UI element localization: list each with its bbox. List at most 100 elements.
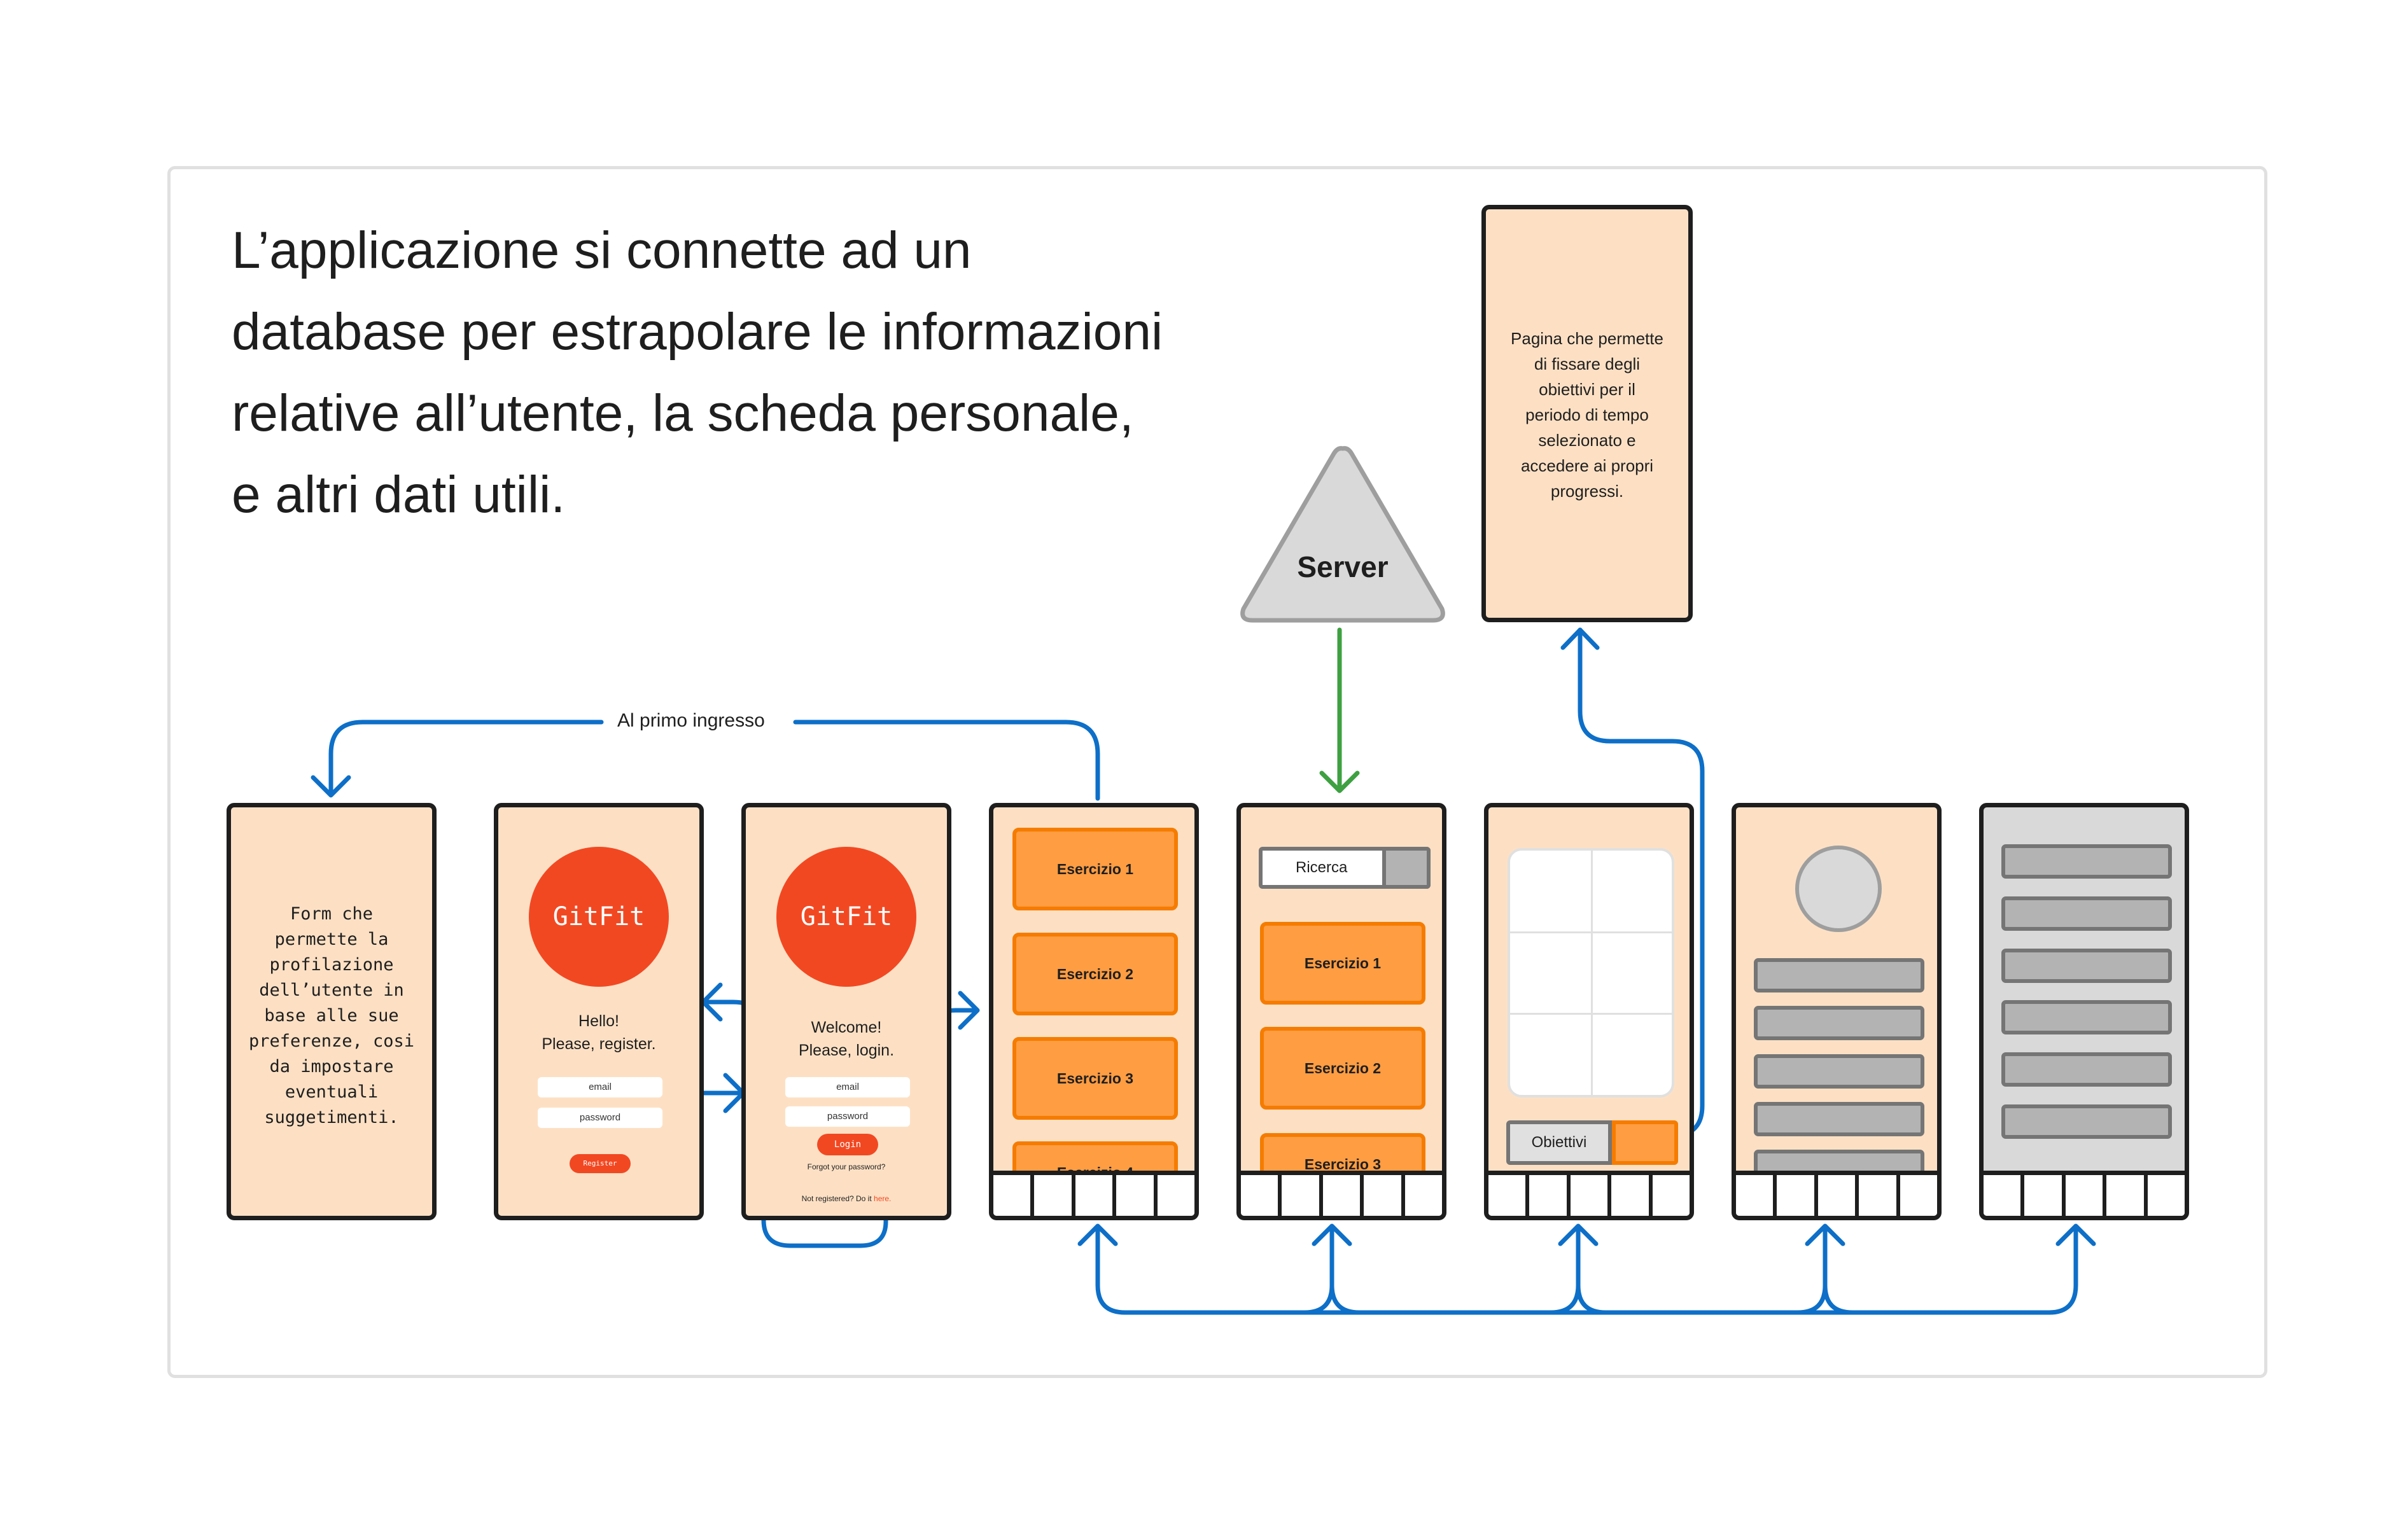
- email-field[interactable]: email: [785, 1077, 910, 1097]
- nav-tab[interactable]: [1571, 1175, 1612, 1216]
- bottom-nav-bar: [1736, 1171, 1937, 1216]
- arrowhead: [2055, 1223, 2096, 1246]
- nav-tab[interactable]: [993, 1175, 1035, 1216]
- nav-tab[interactable]: [1818, 1175, 1859, 1216]
- email-field[interactable]: email: [538, 1077, 662, 1097]
- profile-row[interactable]: [1754, 1006, 1924, 1040]
- exercise-card[interactable]: Esercizio 2: [1012, 933, 1178, 1015]
- nav-tab[interactable]: [1364, 1175, 1405, 1216]
- grid-line: [1510, 1013, 1672, 1015]
- nav-tab[interactable]: [1777, 1175, 1818, 1216]
- profile-form-screen: Form che permette la profilazione dell’u…: [227, 803, 437, 1220]
- forgot-password-link[interactable]: Forgot your password?: [807, 1162, 886, 1171]
- nav-tab[interactable]: [1611, 1175, 1653, 1216]
- login-button[interactable]: Login: [817, 1134, 878, 1155]
- goals-label: Obiettivi: [1506, 1120, 1612, 1165]
- nav-tab[interactable]: [1158, 1175, 1194, 1216]
- not-registered-label: Not registered? Do it: [801, 1194, 874, 1203]
- password-field[interactable]: password: [785, 1106, 910, 1127]
- nav-tab[interactable]: [1282, 1175, 1323, 1216]
- bottom-nav-bar: [1488, 1171, 1690, 1216]
- settings-row[interactable]: [2001, 1000, 2172, 1034]
- desc-line: dell’utente in: [259, 980, 404, 1000]
- settings-row[interactable]: [2001, 896, 2172, 931]
- nav-tab[interactable]: [1529, 1175, 1571, 1216]
- nav-bus-arrow: [1095, 1225, 2078, 1315]
- exercise-card[interactable]: Esercizio 3: [1012, 1037, 1178, 1120]
- nav-tab[interactable]: [1405, 1175, 1442, 1216]
- goals-button[interactable]: [1612, 1120, 1678, 1165]
- arrowhead: [1805, 1223, 1845, 1246]
- avatar: [1795, 846, 1882, 932]
- profile-row[interactable]: [1754, 1102, 1924, 1136]
- nav-tab[interactable]: [1323, 1175, 1364, 1216]
- arrowhead: [1319, 770, 1360, 793]
- nav-tab[interactable]: [1075, 1175, 1117, 1216]
- server-label: Server: [1297, 550, 1388, 583]
- desc-line: suggetimenti.: [264, 1108, 399, 1127]
- not-registered-text: Not registered? Do it here.: [746, 1194, 947, 1203]
- search-input[interactable]: Ricerca: [1259, 847, 1386, 889]
- desc-line: da impostare: [269, 1057, 394, 1076]
- search-screen: Ricerca Esercizio 1 Esercizio 2 Esercizi…: [1236, 803, 1446, 1220]
- nav-tab[interactable]: [1488, 1175, 1530, 1216]
- desc-line: Pagina che permette: [1511, 329, 1663, 348]
- login-screen: GitFit Welcome! Please, login. email pas…: [741, 803, 951, 1220]
- search-button[interactable]: [1386, 847, 1431, 889]
- first-access-arrow: [793, 720, 1100, 801]
- desc-line: obiettivi per il: [1539, 380, 1635, 399]
- nav-tab[interactable]: [2148, 1175, 2185, 1216]
- goals-page-screen: Pagina che permette di fissare degli obi…: [1481, 205, 1693, 622]
- intro-line: L’applicazione si connette ad un: [232, 221, 972, 279]
- arrowhead: [1558, 1223, 1599, 1246]
- desc-line: Form che: [290, 904, 374, 924]
- intro-line: e altri dati utili.: [232, 466, 566, 524]
- nav-tab[interactable]: [1241, 1175, 1282, 1216]
- calendar-screen: Obiettivi: [1484, 803, 1694, 1220]
- register-button[interactable]: Register: [570, 1154, 631, 1173]
- settings-screen: [1979, 803, 2189, 1220]
- calendar-grid[interactable]: [1508, 848, 1674, 1097]
- nav-tab[interactable]: [1984, 1175, 2025, 1216]
- arrowhead: [1560, 627, 1600, 650]
- settings-row[interactable]: [2001, 844, 2172, 879]
- settings-row[interactable]: [2001, 1052, 2172, 1087]
- intro-line: relative all’utente, la scheda personale…: [232, 384, 1134, 442]
- nav-tab[interactable]: [2106, 1175, 2148, 1216]
- desc-line: periodo di tempo: [1525, 405, 1649, 424]
- greeting-line: Please, register.: [542, 1035, 656, 1053]
- greeting-line: Please, login.: [798, 1041, 895, 1059]
- settings-row[interactable]: [2001, 1104, 2172, 1139]
- gitfit-logo: GitFit: [776, 847, 916, 987]
- desc-line: profilazione: [269, 955, 394, 975]
- greeting-line: Welcome!: [811, 1019, 882, 1036]
- nav-tab[interactable]: [1736, 1175, 1777, 1216]
- arrowhead: [958, 991, 980, 1030]
- password-field[interactable]: password: [538, 1108, 662, 1128]
- nav-tab[interactable]: [1034, 1175, 1075, 1216]
- grid-line: [1510, 931, 1672, 933]
- desc-line: selezionato e: [1538, 431, 1636, 450]
- desc-line: preferenze, cosi: [248, 1031, 415, 1051]
- desc-line: base alle sue: [264, 1006, 399, 1026]
- profile-row[interactable]: [1754, 1054, 1924, 1089]
- nav-tab[interactable]: [1116, 1175, 1158, 1216]
- nav-tab[interactable]: [2066, 1175, 2107, 1216]
- bottom-nav-bar: [1241, 1171, 1442, 1216]
- settings-row[interactable]: [2001, 949, 2172, 983]
- register-here-link[interactable]: here.: [874, 1194, 892, 1203]
- profile-row[interactable]: [1754, 958, 1924, 992]
- desc-line: eventuali: [284, 1082, 379, 1102]
- nav-tab[interactable]: [2024, 1175, 2066, 1216]
- goals-page-description: Pagina che permette di fissare degli obi…: [1486, 326, 1688, 504]
- exercise-card[interactable]: Esercizio 1: [1260, 922, 1425, 1005]
- desc-line: accedere ai propri: [1520, 456, 1654, 475]
- desc-line: progressi.: [1550, 482, 1624, 501]
- nav-tab[interactable]: [1900, 1175, 1937, 1216]
- register-screen: GitFit Hello! Please, register. email pa…: [494, 803, 704, 1220]
- exercise-card[interactable]: Esercizio 2: [1260, 1027, 1425, 1110]
- nav-tab[interactable]: [1859, 1175, 1900, 1216]
- exercise-card[interactable]: Esercizio 1: [1012, 828, 1178, 910]
- first-access-label: Al primo ingresso: [612, 710, 770, 732]
- nav-tab[interactable]: [1653, 1175, 1690, 1216]
